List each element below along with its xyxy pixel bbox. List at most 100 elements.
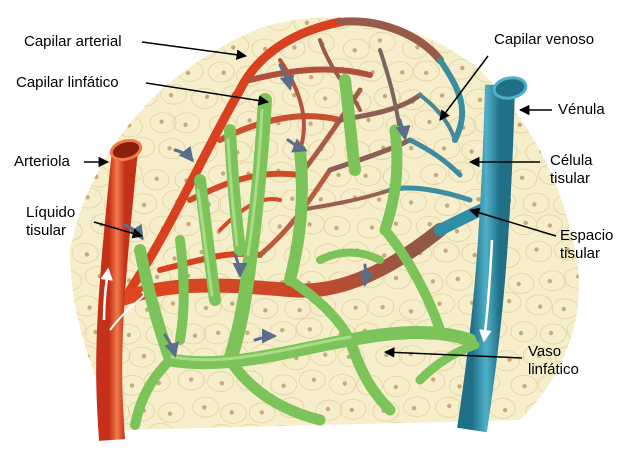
cell-nucleus xyxy=(66,177,70,181)
cell-nucleus xyxy=(366,118,370,122)
tissue-cell xyxy=(526,89,552,109)
tissue-cell xyxy=(565,65,591,85)
cell-nucleus xyxy=(167,146,171,150)
cell-nucleus xyxy=(365,432,369,436)
cell-nucleus xyxy=(522,384,526,388)
tissue-cell xyxy=(584,350,610,370)
cell-nucleus xyxy=(130,383,134,387)
cell-nucleus xyxy=(431,377,435,381)
cell-nucleus xyxy=(202,405,206,409)
cell-nucleus xyxy=(123,69,127,73)
cell-nucleus xyxy=(434,173,438,177)
tissue-cell xyxy=(511,9,537,29)
cell-nucleus xyxy=(350,408,354,412)
tissue-cell xyxy=(147,61,173,81)
cell-nucleus xyxy=(424,71,428,75)
cell-nucleus xyxy=(193,334,197,338)
tissue-cell xyxy=(209,425,235,445)
label-celula-tisular: Célula tisular xyxy=(550,152,593,188)
cell-nucleus xyxy=(305,21,309,25)
cell-nucleus xyxy=(520,176,524,180)
cell-nucleus xyxy=(205,95,209,99)
tissue-cell xyxy=(118,9,144,29)
cell-nucleus xyxy=(580,329,584,333)
tissue-cell xyxy=(473,9,499,29)
cell-nucleus xyxy=(62,377,66,381)
cell-nucleus xyxy=(155,177,159,181)
cell-nucleus xyxy=(278,224,282,228)
cell-nucleus xyxy=(247,118,251,122)
tissue-cell xyxy=(383,422,409,442)
tissue-cell xyxy=(69,138,95,158)
cell-nucleus xyxy=(590,408,594,412)
label-capilar-venoso: Capilar venoso xyxy=(494,31,594,49)
label-vaso-linfatico: Vaso linfático xyxy=(528,343,579,379)
cell-nucleus xyxy=(307,222,311,226)
cell-nucleus xyxy=(484,68,488,72)
tissue-cell xyxy=(58,113,84,133)
cell-nucleus xyxy=(186,71,190,75)
cell-nucleus xyxy=(127,333,131,337)
cell-nucleus xyxy=(127,18,131,22)
tissue-cell xyxy=(565,8,591,28)
cell-nucleus xyxy=(278,17,282,21)
cell-nucleus xyxy=(437,302,441,306)
cell-nucleus xyxy=(336,173,340,177)
cell-nucleus xyxy=(292,45,296,49)
cell-nucleus xyxy=(370,225,374,229)
cell-nucleus xyxy=(263,308,267,312)
label-liquido-tisular: Líquido tisular xyxy=(26,204,75,240)
tissue-cell xyxy=(444,8,470,28)
cell-nucleus xyxy=(69,438,73,442)
tissue-cell xyxy=(583,194,609,214)
cell-nucleus xyxy=(230,301,234,305)
cell-nucleus xyxy=(428,222,432,226)
tissue-cell xyxy=(565,424,591,444)
cell-nucleus xyxy=(278,431,282,435)
cell-nucleus xyxy=(430,18,434,22)
cell-nucleus xyxy=(87,305,91,309)
cell-nucleus xyxy=(521,433,525,437)
cell-nucleus xyxy=(561,96,565,100)
tissue-cell xyxy=(535,63,561,83)
cell-nucleus xyxy=(485,18,489,22)
cell-nucleus xyxy=(478,98,482,102)
cell-nucleus xyxy=(518,123,522,127)
cell-nucleus xyxy=(127,430,131,434)
cell-nucleus xyxy=(94,175,98,179)
cell-nucleus xyxy=(377,197,381,201)
cell-nucleus xyxy=(311,436,315,440)
tissue-cell xyxy=(175,430,201,450)
label-arteriola: Arteriola xyxy=(14,153,70,171)
cell-nucleus xyxy=(68,328,72,332)
tissue-cell xyxy=(70,401,96,421)
tissue-cell xyxy=(586,295,612,315)
cell-nucleus xyxy=(552,383,556,387)
cell-nucleus xyxy=(231,45,235,49)
cell-nucleus xyxy=(580,387,584,391)
cell-nucleus xyxy=(464,432,468,436)
cell-nucleus xyxy=(394,431,398,435)
tissue-cell xyxy=(420,429,446,449)
cell-nucleus xyxy=(168,412,172,416)
cell-nucleus xyxy=(539,149,543,153)
cell-nucleus xyxy=(469,149,473,153)
cell-nucleus xyxy=(396,20,400,24)
cell-nucleus xyxy=(79,407,83,411)
label-capilar-linfatico: Capilar linfático xyxy=(16,74,119,92)
cell-nucleus xyxy=(412,406,416,410)
tissue-cell xyxy=(508,426,534,446)
cell-nucleus xyxy=(183,123,187,127)
cell-nucleus xyxy=(539,411,543,415)
cell-nucleus xyxy=(127,123,131,127)
tissue-cell xyxy=(326,430,352,449)
cell-nucleus xyxy=(186,222,190,226)
cell-nucleus xyxy=(534,247,538,251)
venule-opening xyxy=(493,75,528,100)
cell-nucleus xyxy=(280,328,284,332)
cell-nucleus xyxy=(383,94,387,98)
cell-nucleus xyxy=(427,120,431,124)
cell-nucleus xyxy=(599,304,603,308)
cell-nucleus xyxy=(334,226,338,230)
